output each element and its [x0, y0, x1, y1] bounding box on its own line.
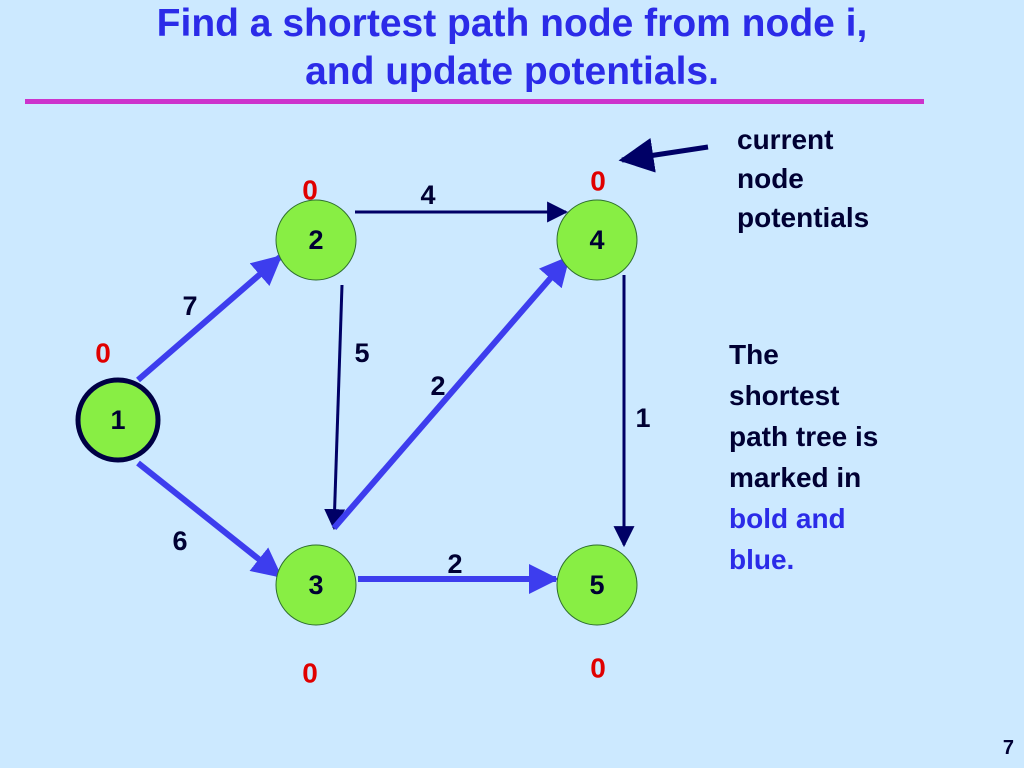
slide-title: Find a shortest path node from node i, a… [0, 0, 1024, 96]
node-potential-1: 0 [95, 337, 111, 368]
edge-2-3 [324, 284, 346, 531]
node-label-1: 1 [110, 405, 125, 435]
node-2 [275, 199, 357, 281]
node-4 [556, 199, 638, 281]
title-line-2: and update potentials. [305, 50, 719, 93]
node-potential-2: 0 [302, 174, 318, 205]
page-number: 7 [1002, 737, 1014, 759]
note-line-6: blue. [729, 544, 795, 575]
node-3 [275, 544, 357, 626]
edge-weight-3-4: 2 [430, 371, 445, 401]
note-line-4: marked in [729, 462, 862, 493]
node-potential-5: 0 [590, 652, 606, 683]
edge-1-2-tree [136, 254, 283, 383]
node-potential-4: 0 [590, 165, 606, 196]
current-potentials-annotation: current node potentials [737, 120, 869, 237]
edge-weight-1-2: 7 [182, 291, 197, 321]
node-label-4: 4 [589, 225, 604, 255]
edge-weight-1-3: 6 [172, 526, 187, 556]
note-line-3: path tree is [729, 421, 879, 452]
note-line-2: shortest [729, 380, 840, 411]
node-label-2: 2 [308, 225, 323, 255]
note-line-5: bold and [729, 503, 846, 534]
title-divider [25, 99, 924, 104]
node-label-3: 3 [308, 570, 323, 600]
annotation-line-1: current [737, 124, 834, 155]
node-5 [556, 544, 638, 626]
annotation-line-3: potentials [737, 202, 870, 233]
node-1-current [75, 377, 161, 463]
pointer-arrow [618, 137, 709, 173]
title-line-1: Find a shortest path node from node i, [156, 2, 868, 45]
edge-1-3-tree [136, 460, 283, 579]
node-potential-3: 0 [302, 657, 318, 688]
shortest-path-note: The shortest path tree is marked in bold… [729, 334, 878, 580]
edge-weight-2-3: 5 [354, 338, 369, 368]
edge-weight-4-5: 1 [635, 403, 650, 433]
annotation-line-2: node [737, 163, 804, 194]
node-label-5: 5 [589, 570, 604, 600]
edge-weight-3-5: 2 [447, 549, 462, 579]
note-line-1: The [729, 339, 779, 370]
edge-weight-2-4: 4 [420, 180, 435, 210]
edge-3-4-tree [331, 255, 571, 530]
